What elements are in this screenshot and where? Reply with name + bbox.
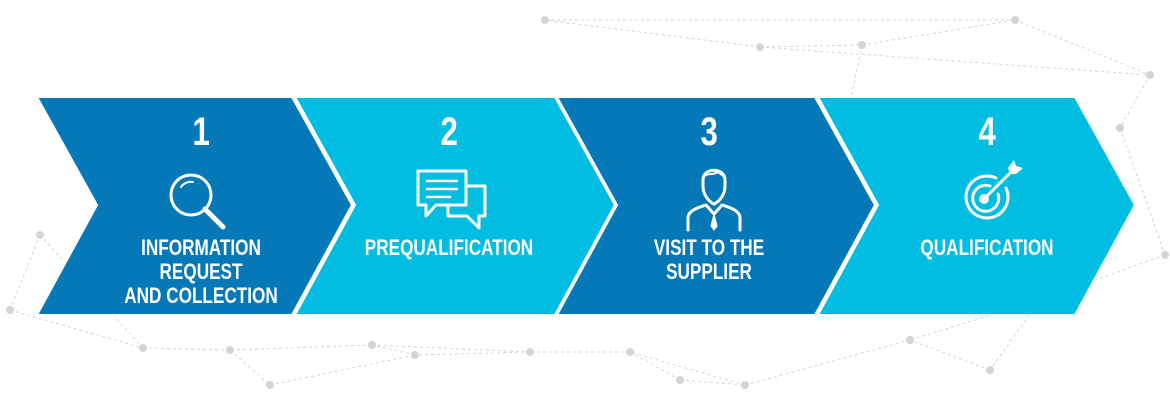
network-node xyxy=(1011,16,1019,24)
network-node xyxy=(266,381,274,389)
network-node xyxy=(986,366,994,374)
step-1-text: 1 INFORMATION REQUEST AND COLLECTION xyxy=(70,112,332,308)
network-node xyxy=(1161,251,1169,259)
network-line xyxy=(371,344,416,356)
step-1-label: INFORMATION REQUEST AND COLLECTION xyxy=(124,235,278,308)
step-1-number: 1 xyxy=(192,110,210,154)
network-line xyxy=(9,234,41,311)
network-node xyxy=(676,376,684,384)
step-3-label: VISIT TO THE SUPPLIER xyxy=(653,235,765,284)
network-node xyxy=(6,306,14,314)
network-line xyxy=(544,19,761,48)
step-icons xyxy=(169,160,1023,232)
network-line xyxy=(39,234,144,349)
step-4-number: 4 xyxy=(978,110,996,154)
network-node xyxy=(626,348,634,356)
network-line xyxy=(1119,127,1166,256)
network-line xyxy=(1014,19,1151,76)
step-1-arrow xyxy=(35,96,354,316)
step-3-arrow xyxy=(555,96,877,316)
network-line xyxy=(909,339,991,371)
network-node xyxy=(1146,71,1154,79)
network-node xyxy=(36,231,44,239)
network-line xyxy=(909,299,1041,341)
network-line xyxy=(142,347,231,351)
network-line xyxy=(229,344,373,351)
network-line xyxy=(679,379,746,386)
step-2-label: PREQUALIFICATION xyxy=(364,235,534,260)
step-3-number: 3 xyxy=(700,110,718,154)
network-node xyxy=(411,351,419,359)
network-node xyxy=(139,344,147,352)
magnifier-icon xyxy=(169,173,226,230)
network-node xyxy=(741,381,749,389)
step-2-number: 2 xyxy=(440,110,458,154)
businessman-icon xyxy=(686,168,742,232)
network-node xyxy=(756,43,764,51)
step-4-text: 4 QUALIFICATION xyxy=(856,112,1118,260)
step-2-text: 2 PREQUALIFICATION xyxy=(318,112,580,260)
chat-bubbles-icon xyxy=(416,169,487,230)
network-node xyxy=(226,346,234,354)
network-node xyxy=(526,348,534,356)
network-line xyxy=(759,46,1151,76)
network-node xyxy=(1116,124,1124,132)
network-node xyxy=(541,16,549,24)
network-node xyxy=(906,336,914,344)
step-3-text: 3 VISIT TO THE SUPPLIER xyxy=(578,112,840,284)
network-line xyxy=(371,344,531,353)
network-line xyxy=(744,339,911,386)
step-4-label: QUALIFICATION xyxy=(920,235,1054,260)
network-node xyxy=(368,341,376,349)
network-line xyxy=(629,351,681,381)
network-line xyxy=(414,351,531,356)
target-icon xyxy=(964,160,1023,220)
network-line xyxy=(1119,74,1151,129)
network-line xyxy=(759,44,863,48)
network-node xyxy=(858,41,866,49)
network-line xyxy=(9,309,144,349)
network-line xyxy=(229,349,271,386)
dart-feather xyxy=(1008,160,1023,174)
network-line xyxy=(629,351,746,386)
network-line xyxy=(269,354,416,386)
network-line xyxy=(861,19,1016,46)
